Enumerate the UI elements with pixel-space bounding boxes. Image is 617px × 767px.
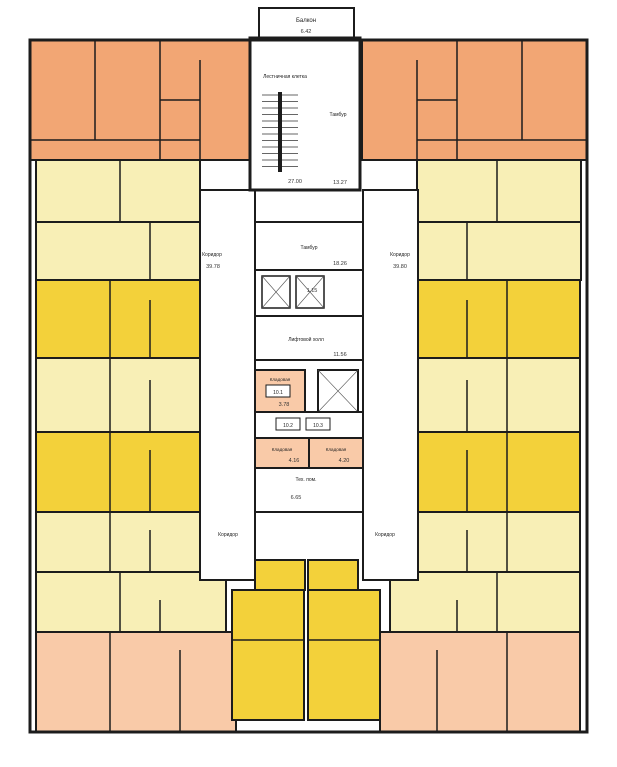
corridor-label-left-bottom: Коридор — [218, 532, 238, 538]
tech-room — [254, 467, 364, 513]
core-stairwell — [248, 36, 362, 192]
apartment-right-3 — [416, 221, 582, 281]
corridor-area-right: 39.80 — [393, 264, 407, 270]
pantry-left-area: 4.16 — [289, 458, 300, 464]
apartment-left-9 — [35, 631, 237, 733]
apartment-right-2 — [416, 159, 582, 223]
pantry-num-3: 10.3 — [313, 423, 323, 429]
utility-cross-marks — [317, 369, 359, 413]
tech-room-area: 6.65 — [291, 495, 302, 501]
balcony-label: Балкон — [296, 18, 316, 24]
pantry-tag-1 — [265, 384, 291, 398]
tambour-top-label: Тамбур — [330, 112, 347, 118]
lift-area-small: 1.15 — [307, 288, 318, 294]
pantry-top-label: Кладовая — [270, 377, 291, 382]
apartment-left-8 — [35, 571, 227, 633]
apartment-right-9 — [379, 631, 581, 733]
apartment-left-1 — [29, 39, 256, 161]
apartment-left-2 — [35, 159, 201, 223]
apartment-left-6 — [35, 431, 217, 513]
pantry-right — [308, 437, 364, 469]
pantry-num-1: 10.1 — [273, 390, 283, 396]
tambour-mid-area: 18.26 — [333, 261, 347, 267]
pantry-right-label: Кладовая — [326, 447, 347, 452]
lift-cross-marks — [261, 275, 325, 309]
tech-room-label: Тех. пом. — [295, 477, 316, 483]
stairs-area: 27.00 — [288, 179, 302, 185]
tambour-top-area: 13.27 — [333, 180, 347, 186]
hall-bottom-right — [307, 559, 359, 591]
pantry-left-label: Кладовая — [272, 447, 293, 452]
apartment-right-1 — [361, 39, 588, 161]
pantry-right-area: 4.20 — [339, 458, 350, 464]
corridor-label-left-top: Коридор — [202, 252, 222, 258]
hall-bottom-left — [254, 559, 306, 591]
pantry-tag-3 — [305, 417, 331, 431]
apartment-right-7 — [409, 511, 581, 573]
apartment-right-4 — [399, 279, 581, 359]
apartment-bottom-left — [231, 589, 305, 721]
corridor-right — [362, 189, 419, 581]
apartment-right-6 — [399, 431, 581, 513]
apartment-right-8 — [389, 571, 581, 633]
pantry-top-area: 3.78 — [279, 402, 290, 408]
balcony-area: 6.42 — [301, 29, 312, 35]
apartment-left-7 — [35, 511, 207, 573]
apartment-left-4 — [35, 279, 217, 359]
pantry-num-2: 10.2 — [283, 423, 293, 429]
corridor-area-left: 39.78 — [206, 264, 220, 270]
outer-wall — [28, 38, 589, 734]
core-lift-hall — [254, 315, 364, 361]
apartment-left-5 — [35, 357, 217, 433]
apartment-bottom-right — [307, 589, 381, 721]
apartment-left-3 — [35, 221, 201, 281]
lift-hall-label: Лифтовой холл — [288, 336, 324, 343]
corridor-label-right-bottom: Коридор — [375, 532, 395, 538]
tambour-mid-label: Тамбур — [301, 245, 318, 251]
pantry-left — [254, 437, 310, 469]
lift-hall-area: 11.56 — [333, 352, 346, 358]
pantry-tag-2 — [275, 417, 301, 431]
stair-rail — [278, 92, 282, 172]
corridor-left — [199, 189, 256, 581]
stair-steps — [262, 92, 298, 172]
apartment-right-5 — [399, 357, 581, 433]
stairs-label: Лестничная клетка — [263, 74, 307, 80]
corridor-label-right-top: Коридор — [390, 252, 410, 258]
